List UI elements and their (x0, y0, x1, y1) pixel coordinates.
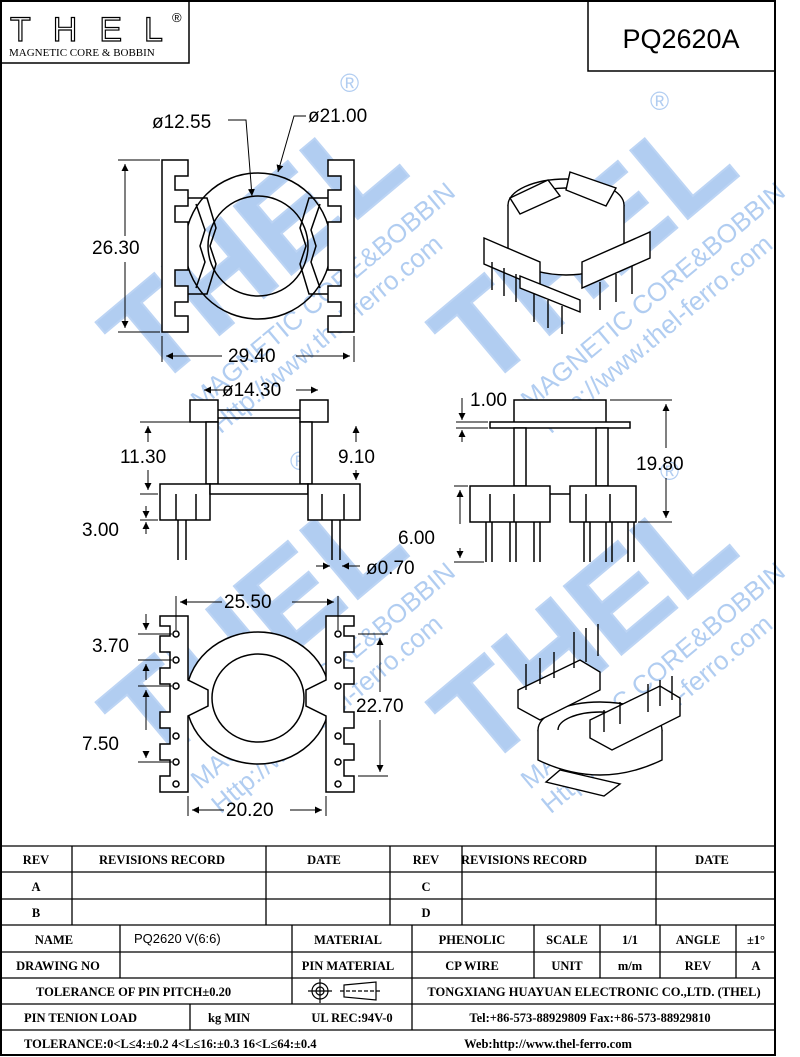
logo-box: THEL ® MAGNETIC CORE & BOBBIN (0, 0, 190, 64)
web: Web:http://www.thel-ferro.com (464, 1037, 632, 1051)
side-view (159, 399, 361, 560)
angle-value: ±1° (747, 933, 765, 947)
iso-view-top (483, 171, 651, 334)
dim-top-width: 29.40 (228, 346, 276, 367)
dim-bottom-inner-width: 20.20 (226, 800, 274, 821)
front-view (469, 399, 637, 562)
iso-view-bottom (517, 624, 681, 797)
dim-front-height: 19.80 (636, 454, 684, 475)
tolerance: TOLERANCE:0<L≤4:±0.2 4<L≤16:±0.3 16<L≤64… (24, 1037, 317, 1051)
ul-rec: UL REC:94V-0 (311, 1011, 392, 1025)
rev-record-left: REVISIONS RECORD (99, 853, 225, 867)
dim-bottom-height: 22.70 (356, 696, 404, 717)
pin-material-label: PIN MATERIAL (302, 959, 394, 973)
dim-side-height-left: 11.30 (120, 447, 166, 468)
unit-label: UNIT (551, 959, 583, 973)
material-value: PHENOLIC (439, 933, 506, 947)
side-view-dimensions (140, 386, 360, 570)
scale-value: 1/1 (622, 933, 638, 947)
part-number-box: PQ2620A (587, 0, 776, 72)
rev-header-right: REV (413, 853, 439, 867)
dim-top-height: 26.30 (92, 238, 140, 259)
title-block-text: REV REVISIONS RECORD DATE REV REVISIONS … (16, 853, 765, 1051)
tolerance-symbols (308, 979, 382, 1003)
rev-a: A (31, 880, 40, 894)
material-label: MATERIAL (314, 933, 382, 947)
watermark-registered: ® (340, 68, 359, 98)
dim-bottom-width: 25.50 (224, 592, 272, 613)
watermark-registered: ® (660, 456, 679, 486)
part-number: PQ2620A (622, 24, 739, 54)
rev-label: REV (685, 959, 711, 973)
contact: Tel:+86-573-88929809 Fax:+86-573-8892981… (469, 1011, 710, 1025)
dim-top-outer-dia: ø21.00 (308, 106, 367, 127)
dim-bottom-row-gap: 7.50 (82, 734, 119, 755)
dim-side-flange-dia: ø14.30 (222, 380, 281, 401)
name-value: PQ2620 V(6:6) (134, 931, 221, 946)
dim-side-height-inner: 9.10 (338, 447, 375, 468)
bottom-view (159, 615, 355, 793)
rev-header-left: REV (23, 853, 49, 867)
dim-front-flange: 1.00 (470, 390, 507, 411)
pin-tension-unit: kg MIN (208, 1011, 250, 1025)
logo-registered: ® (172, 10, 182, 25)
name-label: NAME (35, 933, 73, 947)
date-header-right: DATE (695, 853, 729, 867)
dim-front-pin-len: 6.00 (398, 528, 435, 549)
scale-label: SCALE (546, 933, 588, 947)
rev-record-right: REVISIONS RECORD (461, 853, 587, 867)
rev-b: B (32, 906, 40, 920)
bottom-view-dimensions (138, 596, 388, 816)
title-block (1, 845, 775, 1031)
watermark-registered: ® (650, 86, 669, 116)
sheet-border (0, 0, 776, 1056)
unit-value: m/m (618, 959, 643, 973)
logo-subtitle: MAGNETIC CORE & BOBBIN (9, 47, 155, 59)
company: TONGXIANG HUAYUAN ELECTRONIC CO.,LTD. (T… (427, 985, 760, 999)
dim-top-inner-dia: ø12.55 (152, 112, 211, 133)
pitch-tolerance: TOLERANCE OF PIN PITCH±0.20 (36, 985, 231, 999)
pin-tension-label: PIN TENION LOAD (24, 1011, 137, 1025)
dim-side-pin-len: 3.00 (82, 520, 119, 541)
front-view-dimensions (454, 398, 672, 563)
rev-value: A (751, 959, 760, 973)
date-header-left: DATE (307, 853, 341, 867)
dim-side-pin-dia: ø0.70 (366, 558, 415, 579)
top-view (161, 159, 355, 333)
logo-text: THEL (10, 11, 185, 49)
pin-material-value: CP WIRE (445, 959, 499, 973)
dim-bottom-pitch: 3.70 (92, 636, 129, 657)
rev-c: C (421, 880, 430, 894)
rev-d: D (421, 906, 430, 920)
drawing-no-label: DRAWING NO (16, 959, 100, 973)
top-view-dimensions (118, 115, 355, 362)
angle-label: ANGLE (676, 933, 720, 947)
